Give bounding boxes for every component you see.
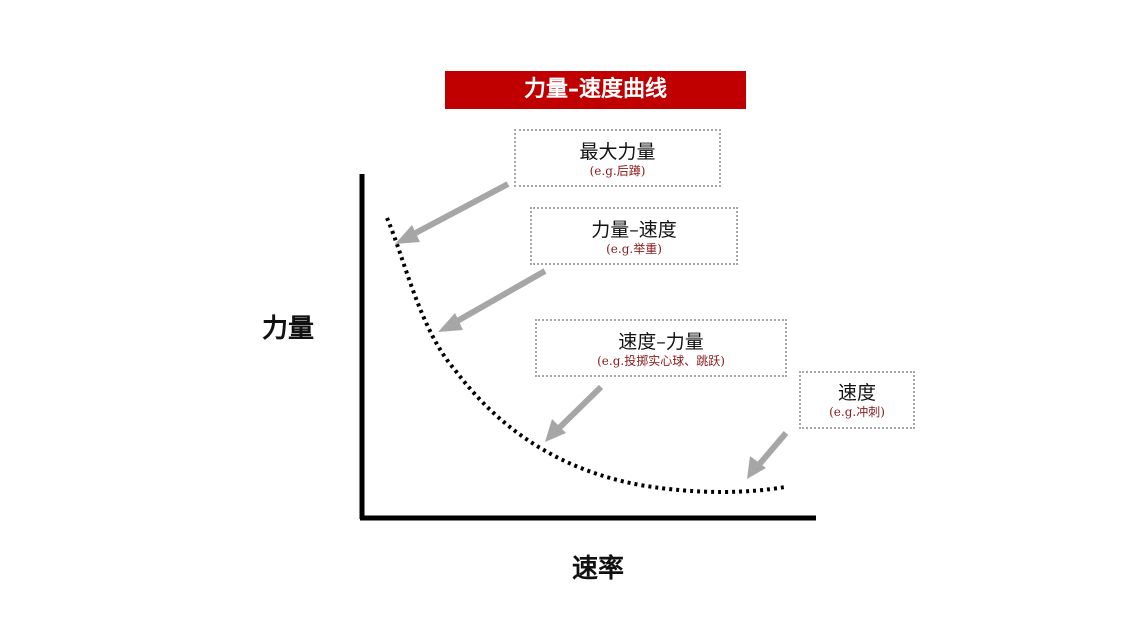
y-axis-label: 力量 [262, 314, 315, 344]
label-max-strength-example: (e.g.后蹲) [589, 164, 646, 178]
label-speed-force: 速度–力量 (e.g.投掷实心球、跳跃) [535, 319, 787, 377]
label-max-strength: 最大力量 (e.g.后蹲) [514, 129, 721, 187]
label-force-speed: 力量–速度 (e.g.举重) [530, 207, 738, 265]
arrow-force-speed [438, 268, 547, 332]
arrow-speed [747, 431, 789, 479]
label-speed: 速度 (e.g.冲刺) [799, 371, 915, 429]
label-force-speed-example: (e.g.举重) [606, 242, 662, 256]
label-speed-force-example: (e.g.投掷实心球、跳跃) [597, 354, 725, 368]
label-speed-example: (e.g.冲刺) [829, 405, 885, 419]
arrow-speed-force [545, 384, 604, 442]
label-speed-title: 速度 [837, 382, 876, 404]
label-force-speed-title: 力量–速度 [591, 219, 677, 241]
x-axis-label: 速率 [572, 554, 625, 584]
label-speed-force-title: 速度–力量 [618, 331, 704, 353]
title-banner: 力量–速度曲线 [445, 71, 746, 109]
label-max-strength-title: 最大力量 [579, 141, 656, 163]
arrow-max-strength [395, 181, 510, 244]
diagram-title: 力量–速度曲线 [523, 77, 667, 102]
